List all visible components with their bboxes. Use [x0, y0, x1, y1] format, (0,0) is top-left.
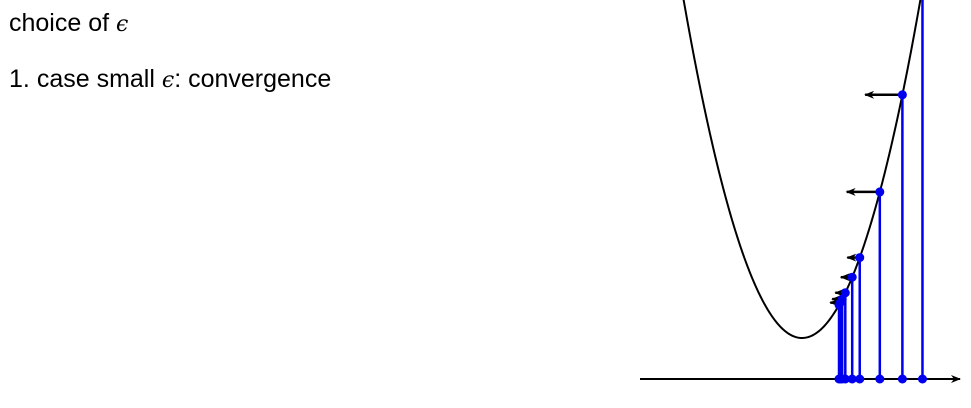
- iterate-curve-point: [847, 272, 857, 282]
- iterate-axis-point: [897, 374, 907, 384]
- slide-text: choice of ϵ 1. case small ϵ: convergence: [9, 8, 331, 96]
- parabola-curve: [682, 0, 922, 340]
- heading-text: choice of: [9, 9, 110, 37]
- list-item-small-epsilon: 1. case small ϵ: convergence: [9, 64, 331, 96]
- list-item-epsilon: ϵ: [161, 68, 175, 93]
- slide-heading: choice of ϵ: [9, 8, 331, 40]
- iterate-axis-point: [847, 374, 857, 384]
- list-item-label: : convergence: [174, 65, 332, 93]
- list-item-text: case small: [36, 65, 155, 93]
- iterate-curve-point: [855, 253, 865, 263]
- iterate-axis-point: [917, 374, 927, 384]
- iterate-curve-point: [897, 90, 907, 100]
- heading-epsilon: ϵ: [116, 12, 129, 37]
- iterate-axis-point: [875, 374, 885, 384]
- iterate-curve-point: [875, 187, 885, 197]
- iterate-axis-point: [855, 374, 865, 384]
- list-item-number: 1.: [9, 65, 30, 93]
- iterates-layer: [829, 0, 927, 384]
- iterate-axis-point: [834, 374, 844, 384]
- iterate-curve-point: [834, 300, 844, 310]
